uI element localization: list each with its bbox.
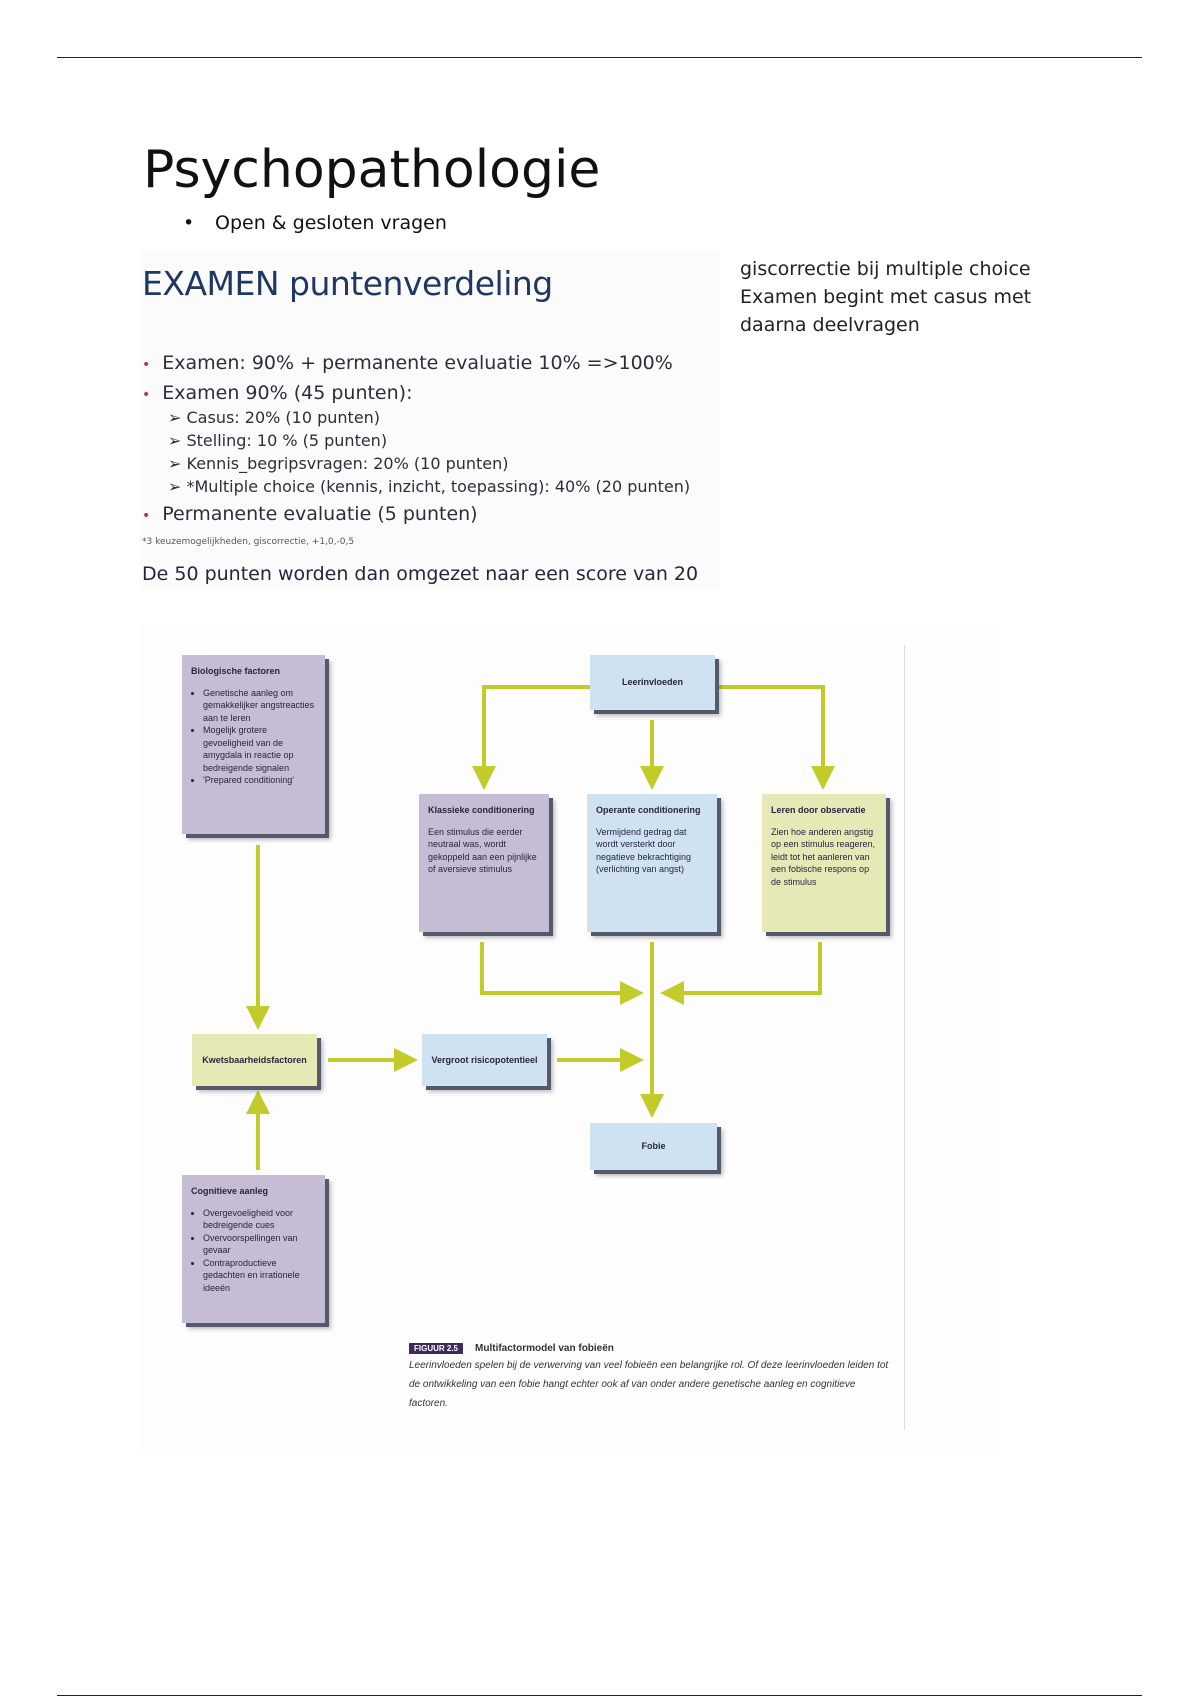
slide-subitem: ➢ Stelling: 10 % (5 punten) bbox=[168, 431, 388, 450]
bullet-text: Open & gesloten vragen bbox=[215, 212, 447, 234]
slide-item: •Examen: 90% + permanente evaluatie 10% … bbox=[142, 352, 673, 374]
side-note: giscorrectie bij multiple choice Examen … bbox=[740, 255, 1031, 339]
vulnerability-factors-box: Kwetsbaarheidsfactoren bbox=[192, 1034, 317, 1086]
exam-slide-image: EXAMEN puntenverdeling •Examen: 90% + pe… bbox=[140, 250, 720, 590]
learning-influences-box: Leerinvloeden bbox=[590, 655, 715, 710]
phobia-box: Fobie bbox=[590, 1123, 717, 1170]
slide-subitem: ➢ Kennis_begripsvragen: 20% (10 punten) bbox=[168, 454, 509, 473]
slide-subitem: ➢ Casus: 20% (10 punten) bbox=[168, 408, 381, 427]
top-rule bbox=[57, 57, 1142, 58]
slide-heading: EXAMEN puntenverdeling bbox=[142, 264, 553, 303]
biological-factors-box: Biologische factoren Genetische aanleg o… bbox=[182, 655, 325, 834]
arrow-observatie-to-center bbox=[660, 942, 822, 1005]
arrow-to-klassiek bbox=[472, 685, 590, 790]
slide-conclusion: De 50 punten worden dan omgezet naar een… bbox=[142, 563, 699, 585]
arrow-klassiek-to-center bbox=[480, 942, 644, 1005]
slide-subitem: ➢ *Multiple choice (kennis, inzicht, toe… bbox=[168, 477, 691, 496]
note-line: daarna deelvragen bbox=[740, 314, 920, 336]
bullet-dot-icon: • bbox=[183, 212, 195, 234]
slide-footnote: *3 keuzemogelijkheden, giscorrectie, +1,… bbox=[142, 537, 355, 547]
slide-item: •Examen 90% (45 punten): bbox=[142, 382, 413, 404]
note-line: giscorrectie bij multiple choice bbox=[740, 258, 1031, 280]
arrow-to-observatie bbox=[717, 685, 835, 790]
increased-risk-box: Vergroot risicopotentieel bbox=[422, 1034, 547, 1086]
bottom-rule bbox=[57, 1695, 1142, 1696]
note-line: Examen begint met casus met bbox=[740, 286, 1032, 308]
page-title: Psychopathologie bbox=[143, 140, 601, 200]
diagram-border-line bbox=[904, 645, 905, 1430]
slide-item: •Permanente evaluatie (5 punten) bbox=[142, 503, 478, 525]
figure-caption: FIGUUR 2.5 Multifactormodel van fobieën L… bbox=[409, 1343, 889, 1413]
cognitive-factors-box: Cognitieve aanleg Overgevoeligheid voor … bbox=[182, 1175, 325, 1323]
figure-caption-text: Leerinvloeden spelen bij de verwerving v… bbox=[409, 1360, 889, 1409]
figure-tag: FIGUUR 2.5 bbox=[409, 1343, 464, 1354]
figure-title: Multifactormodel van fobieën bbox=[475, 1343, 614, 1354]
